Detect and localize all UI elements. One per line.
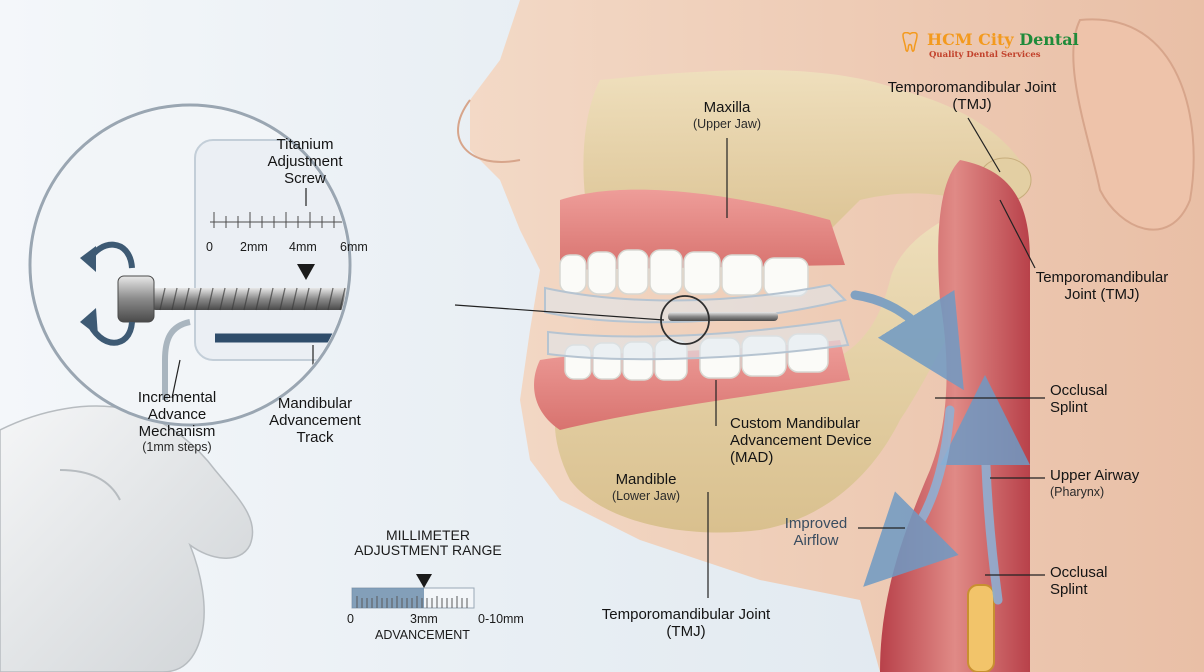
range-value-label: 3mm bbox=[410, 612, 438, 626]
adjustment-range-bar bbox=[351, 574, 475, 609]
brand-tagline: Quality Dental Services bbox=[929, 50, 1041, 60]
label-improved-airflow: Improved Airflow bbox=[784, 515, 848, 549]
brand-logo: HCM City Dental Quality Dental Services bbox=[903, 30, 1079, 60]
airflow-arrow-down bbox=[863, 405, 959, 587]
label-occlusal-splint-1: Occlusal Splint bbox=[1050, 382, 1108, 416]
scale-tick-4mm: 4mm bbox=[289, 240, 317, 254]
label-mandible-sub: (Lower Jaw) bbox=[611, 488, 681, 503]
leader-lines bbox=[454, 117, 1045, 598]
label-tmj-top: Temporomandibular Joint (TMJ) bbox=[887, 79, 1057, 113]
label-upper-airway: Upper Airway (Pharynx) bbox=[1050, 467, 1160, 499]
label-tmj-right: Temporomandibular Joint (TMJ) bbox=[1035, 269, 1169, 303]
screw-head bbox=[117, 275, 155, 323]
scale-tick-0: 0 bbox=[206, 240, 213, 254]
label-incremental-sub: (1mm steps) bbox=[142, 440, 212, 455]
tooth-logo-icon bbox=[902, 32, 918, 52]
brand-name-part2: Dental bbox=[1019, 30, 1079, 49]
range-marker bbox=[416, 574, 432, 588]
airflow-arrow-upper bbox=[850, 289, 964, 391]
label-upper-airway-title: Upper Airway bbox=[1050, 467, 1140, 484]
label-custom-mad: Custom Mandibular Advancement Device (MA… bbox=[730, 415, 872, 466]
scale-tick-6mm: 6mm bbox=[340, 240, 368, 254]
range-title: MILLIMETER ADJUSTMENT RANGE bbox=[354, 527, 502, 559]
label-mandibular-track: Mandibular Advancement Track bbox=[269, 395, 361, 446]
label-maxilla-title: Maxilla bbox=[703, 99, 751, 116]
range-caption: ADVANCEMENT bbox=[375, 628, 470, 642]
label-occlusal-splint-2: Occlusal Splint bbox=[1050, 564, 1108, 598]
label-maxilla: Maxilla (Upper Jaw) bbox=[670, 99, 784, 131]
label-incremental-mechanism: Incremental Advance Mechanism (1mm steps… bbox=[118, 389, 236, 455]
airflow-arrow-up bbox=[940, 375, 1031, 605]
label-tmj-bottom: Temporomandibular Joint (TMJ) bbox=[601, 606, 771, 640]
range-max-label: 0-10mm bbox=[478, 612, 524, 626]
label-upper-airway-sub: (Pharynx) bbox=[1050, 484, 1105, 499]
mandible-bone bbox=[554, 200, 1000, 533]
scale-tick-2mm: 2mm bbox=[240, 240, 268, 254]
label-mandible: Mandible (Lower Jaw) bbox=[598, 471, 694, 503]
label-mandible-title: Mandible bbox=[615, 471, 677, 488]
brand-name-part1: HCM City bbox=[927, 30, 1014, 49]
screw-position-pointer bbox=[297, 264, 315, 280]
ear bbox=[1072, 18, 1195, 231]
label-titanium-screw: Titanium Adjustment Screw bbox=[267, 136, 343, 187]
range-min-label: 0 bbox=[347, 612, 354, 626]
label-maxilla-sub: (Upper Jaw) bbox=[692, 116, 762, 131]
label-incremental-title: Incremental Advance Mechanism bbox=[137, 389, 217, 440]
